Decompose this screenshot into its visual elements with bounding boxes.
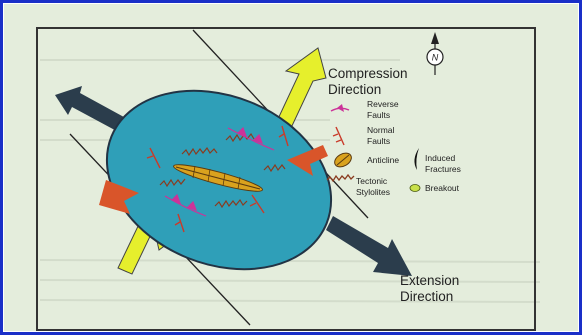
extension-direction-label-line1: Extension — [400, 273, 459, 288]
legend-reverse-faults-line2: Faults — [367, 110, 390, 120]
breakout-symbol — [410, 185, 420, 192]
legend-induced-fractures-line1: Induced — [425, 153, 456, 163]
compression-direction-label-line2: Direction — [328, 82, 381, 97]
legend-tectonic-stylolites-line1: Tectonic — [356, 176, 388, 186]
legend-normal-faults-line2: Faults — [367, 136, 390, 146]
compression-direction-label-line1: Compression — [328, 66, 408, 81]
legend-induced-fractures-line2: Fractures — [425, 164, 461, 174]
legend-anticline-label: Anticline — [367, 155, 399, 165]
legend-reverse-faults-line1: Reverse — [367, 99, 399, 109]
legend-tectonic-stylolites-line2: Stylolites — [356, 187, 390, 197]
extension-direction-label-line2: Direction — [400, 289, 453, 304]
legend-normal-faults-line1: Normal — [367, 125, 395, 135]
legend-breakout-label: Breakout — [425, 183, 460, 193]
compass-north-label: N — [432, 53, 439, 63]
